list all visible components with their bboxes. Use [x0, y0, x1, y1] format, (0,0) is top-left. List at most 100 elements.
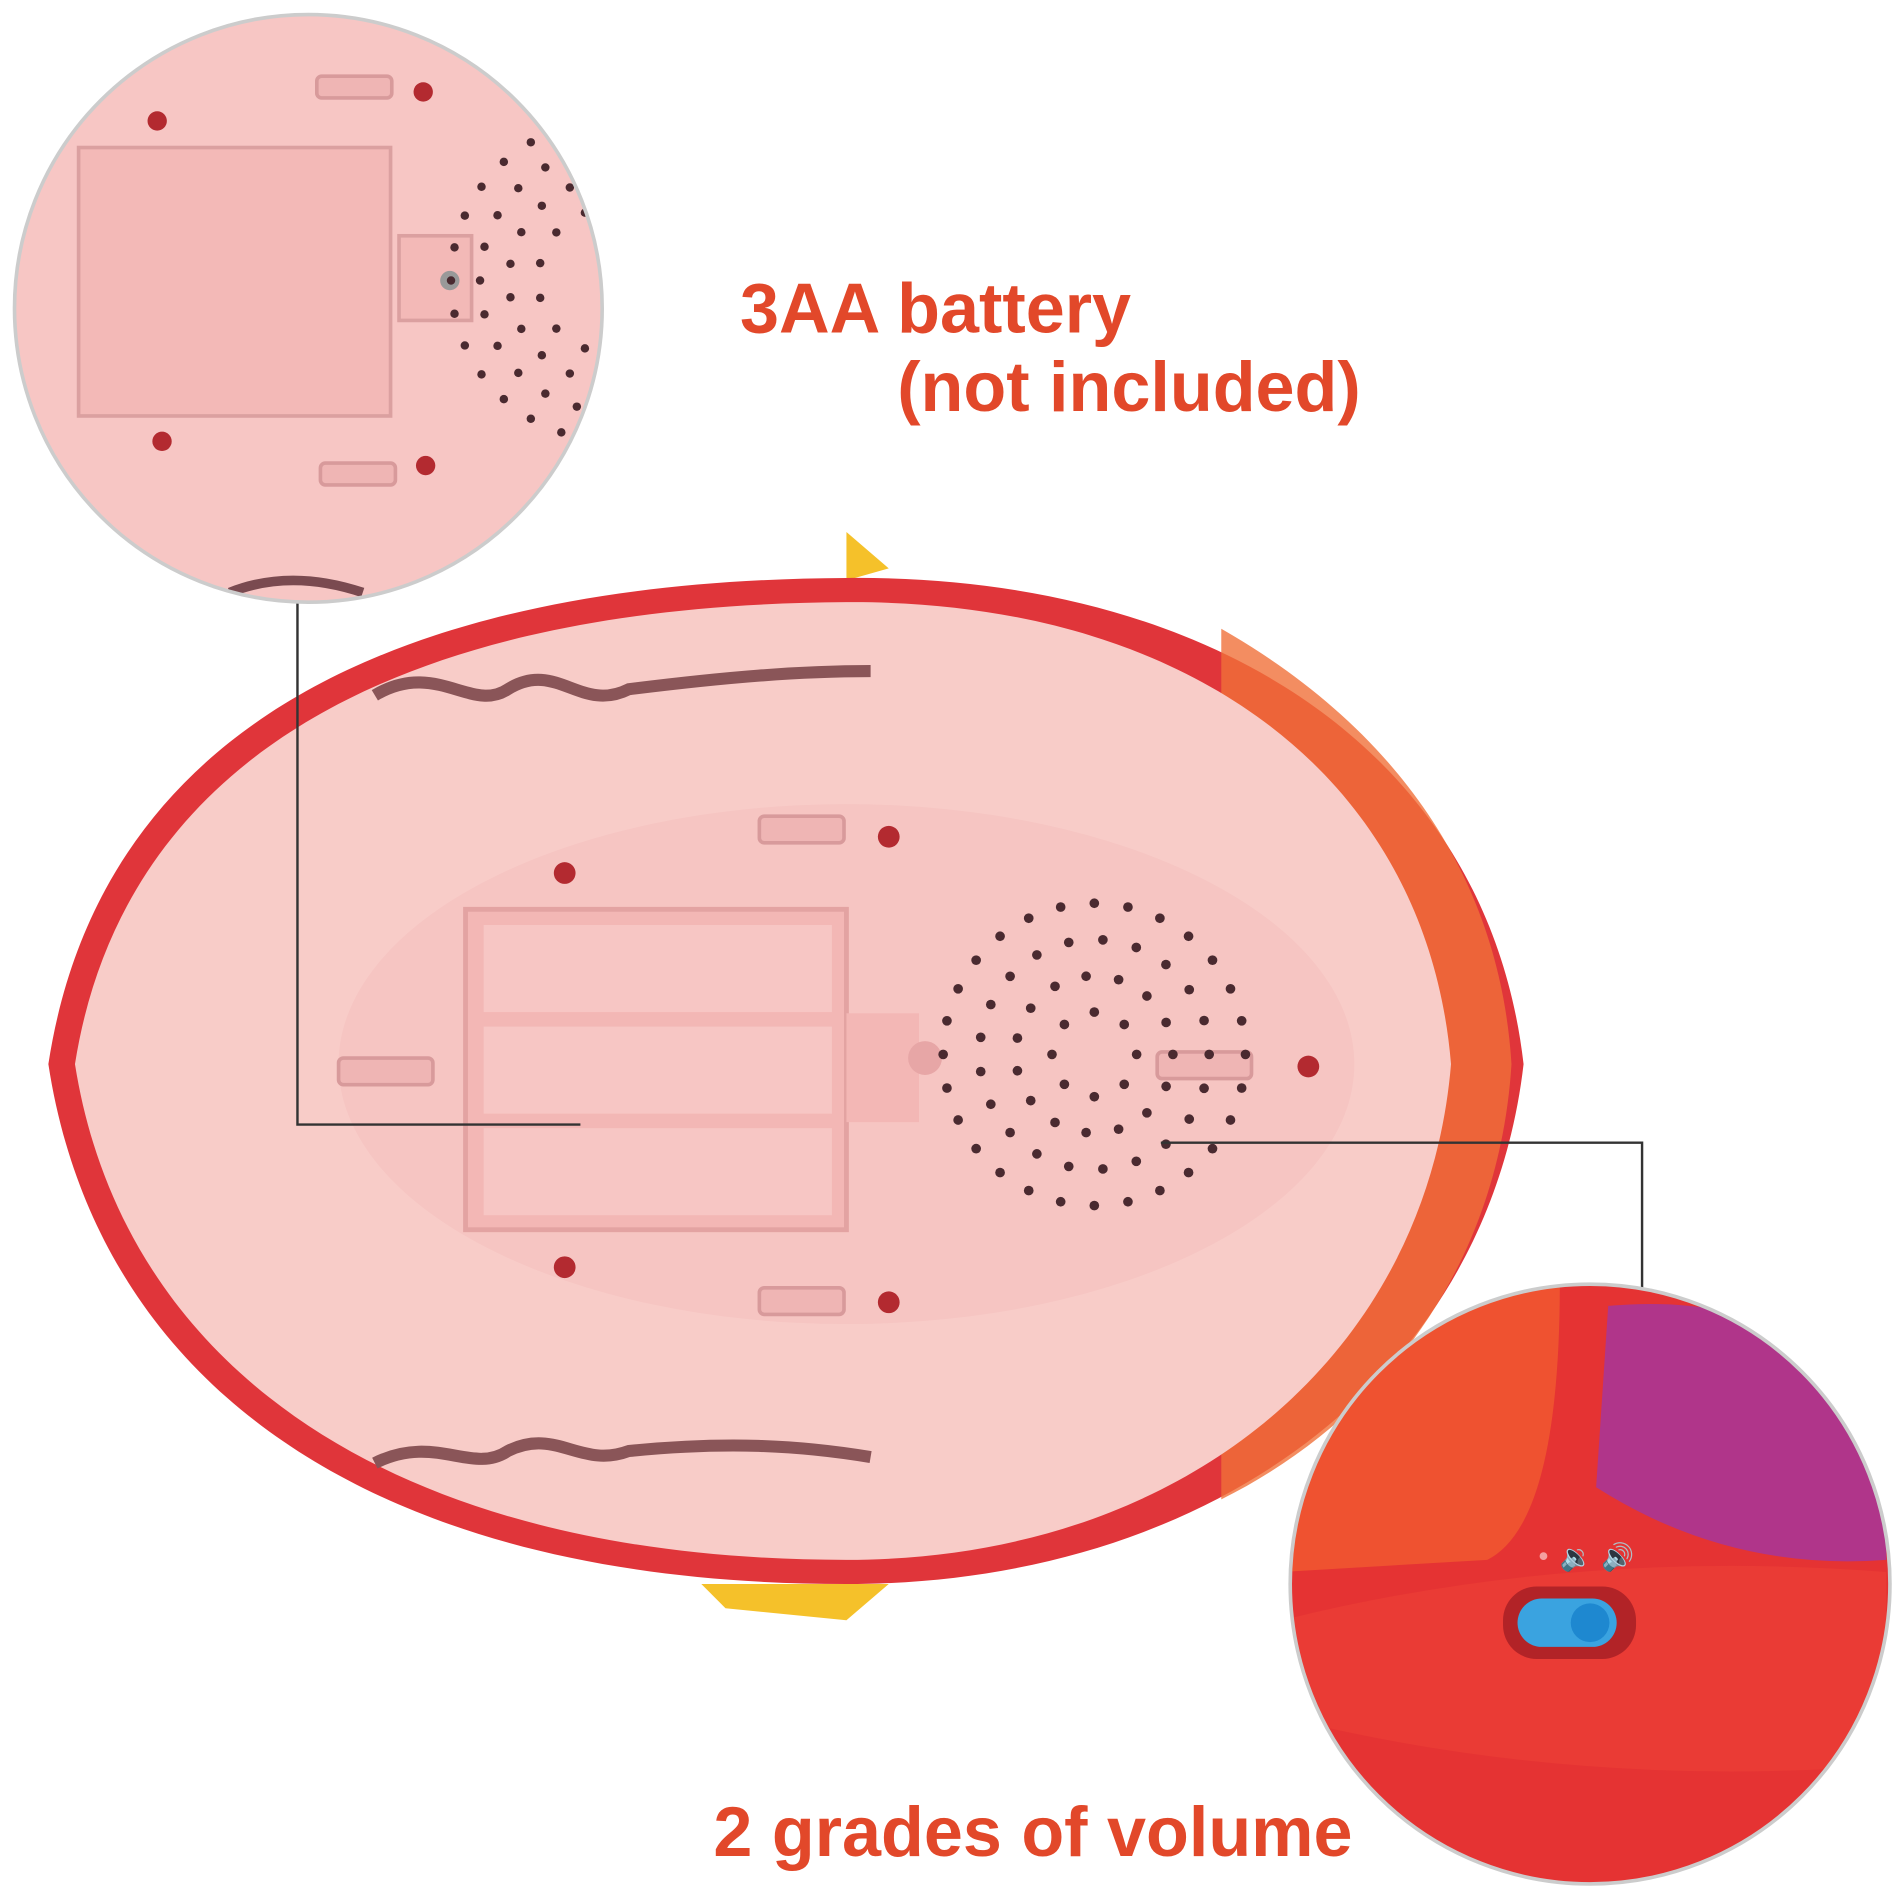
- speaker-hole: [985, 1099, 996, 1110]
- speaker-hole: [565, 183, 575, 192]
- speaker-hole: [615, 204, 623, 212]
- speaker-hole: [1081, 971, 1091, 982]
- speaker-hole: [736, 182, 744, 190]
- speaker-hole: [1081, 1127, 1091, 1138]
- speaker-hole: [975, 1066, 986, 1077]
- speaker-hole: [938, 1049, 948, 1060]
- speaker-hole: [672, 389, 680, 397]
- speaker-hole: [499, 157, 509, 167]
- speaker-hole: [1023, 913, 1034, 924]
- volume-caption: 2 grades of volume: [713, 1793, 1352, 1871]
- speaker-hole: [656, 124, 664, 132]
- speaker-hole: [1113, 974, 1124, 985]
- speaker-hole: [671, 310, 679, 318]
- speaker-hole: [631, 178, 639, 186]
- speaker-hole: [1225, 983, 1236, 994]
- battery-caption-line1: 3AA battery: [740, 270, 1131, 348]
- speaker-hole: [541, 163, 550, 172]
- speaker-hole: [1089, 1091, 1100, 1102]
- speaker-hole: [557, 124, 566, 133]
- speaker-hole: [517, 324, 526, 334]
- speaker-hole: [1025, 1003, 1036, 1014]
- volume-icons: • 🔉 🔊: [1536, 1541, 1635, 1573]
- speaker-hole: [1032, 950, 1042, 960]
- speaker-hole: [1240, 1049, 1251, 1060]
- speaker-hole: [572, 150, 582, 159]
- speaker-hole: [631, 375, 639, 383]
- speaker-hole: [493, 211, 502, 220]
- speaker-hole: [1023, 1185, 1034, 1196]
- speaker-hole: [1161, 1139, 1171, 1150]
- speaker-hole: [446, 276, 456, 285]
- speaker-hole: [1005, 1127, 1015, 1138]
- speaker-hole: [1063, 1161, 1074, 1172]
- speaker-hole: [499, 394, 509, 404]
- speaker-hole: [514, 368, 523, 378]
- speaker-hole: [1131, 942, 1142, 953]
- speaker-hole: [640, 150, 648, 158]
- speaker-hole: [1089, 1007, 1100, 1017]
- speaker-hole: [687, 214, 695, 222]
- speaker-hole: [733, 242, 741, 250]
- speaker-hole: [687, 339, 695, 347]
- speaker-hole: [1119, 1079, 1130, 1090]
- speaker-hole: [1161, 1017, 1171, 1028]
- speaker-hole: [598, 377, 603, 386]
- speaker-hole: [526, 138, 536, 147]
- speaker-hole: [686, 415, 694, 423]
- volume-switch-inset: • 🔉 🔊: [1288, 1282, 1892, 1886]
- speaker-hole: [713, 395, 721, 403]
- speaker-hole: [1207, 1143, 1218, 1154]
- speaker-hole: [1155, 1185, 1165, 1196]
- speaker-hole: [589, 435, 599, 444]
- speaker-hole: [648, 217, 656, 225]
- screw-holes: [553, 825, 1320, 1314]
- speaker-hole: [480, 242, 489, 251]
- speaker-hole: [460, 341, 470, 350]
- speaker-hole: [648, 336, 656, 344]
- speaker-hole: [995, 931, 1005, 942]
- speaker-hole: [1025, 1095, 1036, 1106]
- speaker-hole: [552, 324, 561, 333]
- speaker-hole: [623, 118, 631, 126]
- speaker-hole: [1236, 1083, 1247, 1093]
- speaker-hole: [640, 402, 648, 410]
- speaker-hole: [672, 163, 680, 171]
- speaker-hole: [1184, 984, 1195, 995]
- speaker-hole: [736, 370, 744, 378]
- speaker-hole: [598, 175, 603, 184]
- speaker-hole: [460, 211, 470, 220]
- speaker-hole: [656, 428, 664, 436]
- speaker-hole: [699, 369, 707, 377]
- speaker-hole: [1168, 1049, 1178, 1060]
- speaker-hole: [526, 414, 536, 423]
- leader-line-battery: [296, 592, 581, 1126]
- speaker-hole: [1199, 1015, 1209, 1026]
- speaker-hole: [1184, 1114, 1195, 1124]
- speaker-hole: [514, 183, 523, 193]
- speaker-hole: [1098, 1164, 1108, 1174]
- speaker-hole: [1012, 1033, 1023, 1043]
- speaker-hole: [953, 1115, 963, 1125]
- speaker-hole: [537, 201, 547, 211]
- speaker-hole: [1131, 1156, 1142, 1167]
- speaker-hole: [606, 146, 614, 154]
- speaker-hole: [1089, 898, 1100, 909]
- speaker-hole: [1123, 1196, 1133, 1207]
- speaker-hole: [1050, 1117, 1060, 1128]
- speaker-hole: [480, 310, 489, 319]
- speaker-hole: [615, 348, 623, 356]
- speaker-hole: [1059, 1079, 1070, 1090]
- speaker-hole: [1155, 913, 1165, 924]
- speaker-hole: [1089, 1200, 1100, 1211]
- speaker-hole: [985, 999, 996, 1010]
- speaker-hole: [942, 1083, 952, 1093]
- speaker-hole: [1113, 1124, 1124, 1134]
- speaker-hole: [1063, 937, 1074, 948]
- speaker-hole: [752, 211, 760, 219]
- speaker-hole: [763, 243, 771, 251]
- speaker-hole: [537, 351, 547, 360]
- speaker-hole: [1161, 959, 1171, 970]
- speaker-hole: [450, 243, 459, 252]
